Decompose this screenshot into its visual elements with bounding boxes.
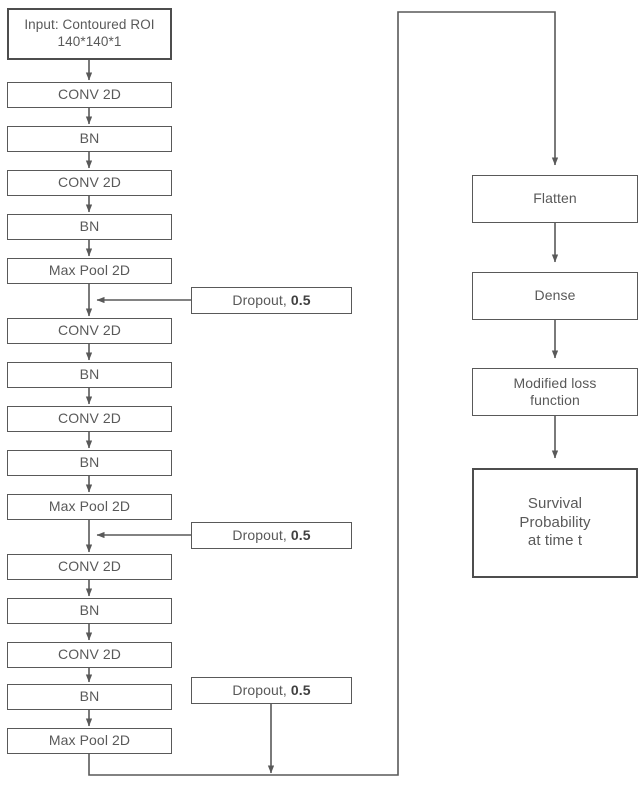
node-conv-2d-5[interactable]: CONV 2D — [7, 554, 172, 580]
node-bn-5[interactable]: BN — [7, 598, 172, 624]
node-modified-loss-function[interactable]: Modified loss function — [472, 368, 638, 416]
node-dropout-1[interactable]: Dropout, 0.5 — [191, 287, 352, 314]
node-conv-2d-3[interactable]: CONV 2D — [7, 318, 172, 344]
node-bn-5-label: BN — [79, 602, 100, 619]
node-max-pool-2d-2[interactable]: Max Pool 2D — [7, 494, 172, 520]
node-dense-label: Dense — [534, 287, 576, 304]
node-survival-probability-label: Survival Probability at time t — [519, 494, 591, 550]
node-bn-3[interactable]: BN — [7, 362, 172, 388]
node-max-pool-2d-3-label: Max Pool 2D — [48, 732, 131, 749]
node-max-pool-2d-2-label: Max Pool 2D — [48, 498, 131, 515]
node-input-label: Input: Contoured ROI 140*140*1 — [24, 17, 155, 49]
node-dropout-3[interactable]: Dropout, 0.5 — [191, 677, 352, 704]
node-flatten[interactable]: Flatten — [472, 175, 638, 223]
node-dropout-3-prefix: Dropout, — [232, 681, 291, 698]
node-conv-2d-2[interactable]: CONV 2D — [7, 170, 172, 196]
node-bn-4[interactable]: BN — [7, 450, 172, 476]
node-dropout-2-prefix: Dropout, — [232, 526, 291, 543]
node-conv-2d-1[interactable]: CONV 2D — [7, 82, 172, 108]
node-bn-3-label: BN — [79, 366, 100, 383]
node-dropout-1-prefix: Dropout, — [232, 291, 291, 308]
node-flatten-label: Flatten — [533, 190, 577, 207]
node-conv-2d-4-label: CONV 2D — [58, 410, 121, 427]
node-conv-2d-4[interactable]: CONV 2D — [7, 406, 172, 432]
node-dropout-1-label: Dropout, 0.5 — [192, 292, 351, 310]
node-conv-2d-2-label: CONV 2D — [58, 174, 121, 191]
node-max-pool-2d-1[interactable]: Max Pool 2D — [7, 258, 172, 284]
node-dropout-3-value: 0.5 — [290, 681, 311, 698]
node-bn-6[interactable]: BN — [7, 684, 172, 710]
node-bn-1-label: BN — [79, 130, 100, 147]
node-bn-1[interactable]: BN — [7, 126, 172, 152]
node-max-pool-2d-3[interactable]: Max Pool 2D — [7, 728, 172, 754]
node-conv-2d-6[interactable]: CONV 2D — [7, 642, 172, 668]
node-dropout-2-label: Dropout, 0.5 — [192, 527, 351, 545]
node-modified-loss-function-label: Modified loss function — [513, 374, 597, 409]
node-dropout-3-label: Dropout, 0.5 — [192, 682, 351, 700]
node-dense[interactable]: Dense — [472, 272, 638, 320]
node-max-pool-2d-1-label: Max Pool 2D — [48, 262, 131, 279]
node-conv-2d-5-label: CONV 2D — [58, 558, 121, 575]
node-conv-2d-3-label: CONV 2D — [58, 322, 121, 339]
node-bn-6-label: BN — [79, 688, 100, 705]
node-conv-2d-6-label: CONV 2D — [58, 646, 121, 663]
node-dropout-2-value: 0.5 — [290, 526, 311, 543]
node-input[interactable]: Input: Contoured ROI 140*140*1 — [7, 8, 172, 60]
node-survival-probability[interactable]: Survival Probability at time t — [472, 468, 638, 578]
node-bn-4-label: BN — [79, 454, 100, 471]
node-conv-2d-1-label: CONV 2D — [58, 86, 121, 103]
node-dropout-2[interactable]: Dropout, 0.5 — [191, 522, 352, 549]
node-bn-2[interactable]: BN — [7, 214, 172, 240]
node-dropout-1-value: 0.5 — [290, 291, 311, 308]
node-bn-2-label: BN — [79, 218, 100, 235]
